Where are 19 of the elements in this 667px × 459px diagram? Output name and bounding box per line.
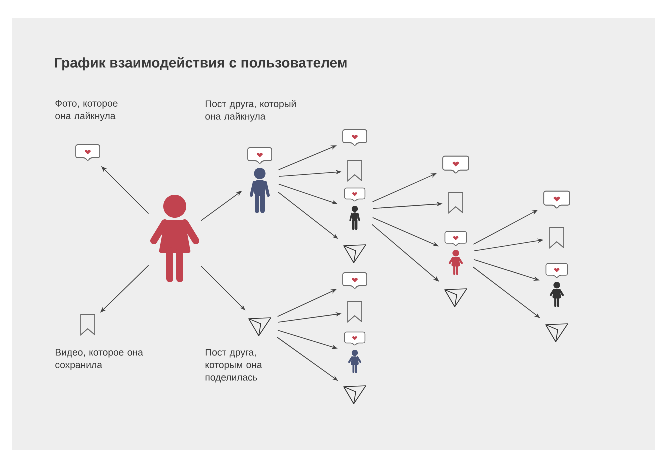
node-label: Фото, которое она лайкнула — [56, 100, 118, 122]
title: График взаимодействия с пользователем — [55, 57, 347, 71]
node-label: Видео, которое она сохранила — [56, 349, 144, 370]
person-icon — [150, 195, 200, 282]
person-with-like-icon — [344, 188, 366, 230]
person-with-like-icon — [444, 231, 468, 276]
bookmark-icon — [348, 302, 362, 323]
bookmark-icon — [348, 160, 362, 182]
arrow — [372, 224, 440, 282]
person-with-like-icon — [546, 263, 568, 308]
node-label: Пост друга, которым она поделилась — [206, 349, 262, 383]
bookmark-icon — [550, 228, 564, 249]
paper-plane-icon — [344, 386, 366, 404]
paper-plane-icon — [444, 288, 468, 308]
person-with-like-icon — [344, 332, 366, 374]
paper-plane-icon — [344, 244, 366, 264]
paper-plane-icon — [546, 324, 568, 342]
bookmark-icon — [448, 192, 464, 214]
node-label: Пост друга, который она лайкнула — [206, 100, 296, 122]
